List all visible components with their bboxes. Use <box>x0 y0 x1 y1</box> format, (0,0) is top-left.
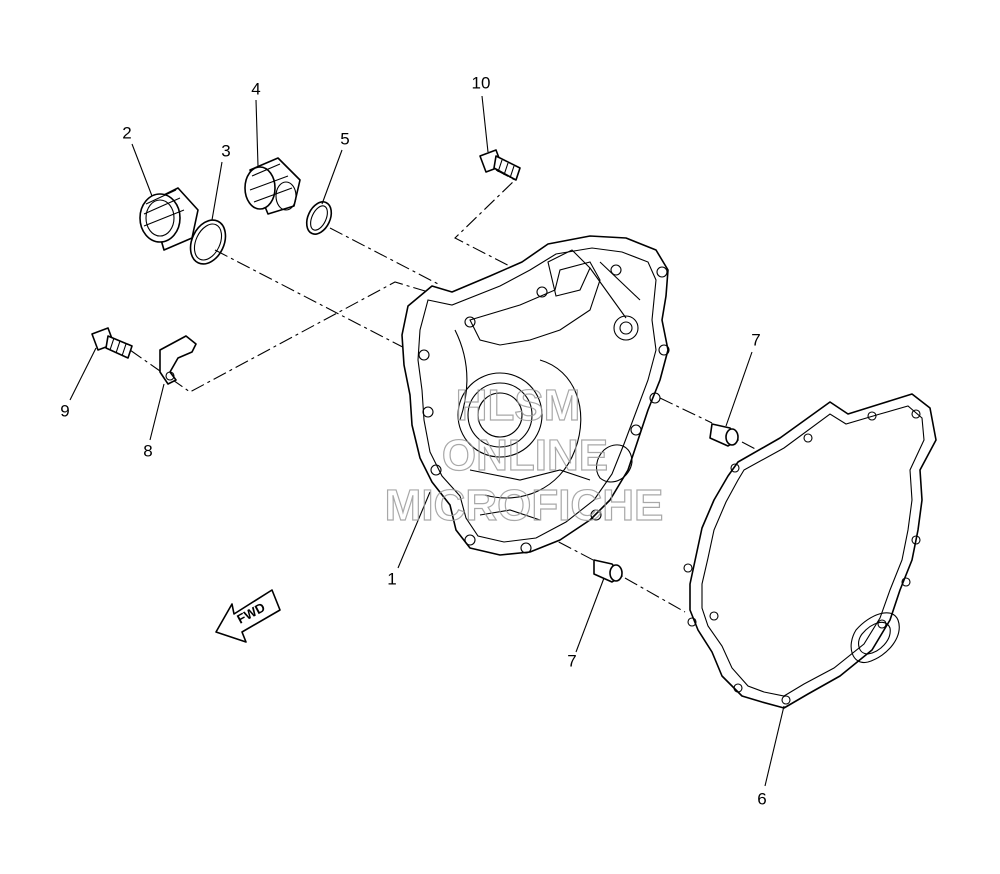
o-ring-large[interactable] <box>184 214 232 269</box>
forward-arrow-icon: FWD <box>215 589 281 643</box>
crankcase-cover[interactable] <box>401 235 670 556</box>
dowel-pin-upper[interactable] <box>709 423 739 447</box>
callout-8: 8 <box>143 441 152 460</box>
watermark-line-1: HLSM <box>456 381 581 430</box>
callout-7-upper: 7 <box>751 330 760 349</box>
callout-2: 2 <box>122 123 131 142</box>
bolt-left[interactable] <box>91 327 133 359</box>
watermark-line-2: ONLINE <box>442 431 608 480</box>
callout-3: 3 <box>221 141 230 160</box>
callout-4: 4 <box>251 79 260 98</box>
callout-numbers: 1 2 3 4 5 6 7 7 8 9 10 <box>60 73 766 808</box>
bolt-top[interactable] <box>479 149 521 181</box>
callout-1: 1 <box>387 569 396 588</box>
callout-5: 5 <box>340 129 349 148</box>
clamp[interactable] <box>159 335 197 385</box>
o-ring-small[interactable] <box>302 198 336 238</box>
leader-lines <box>69 95 785 787</box>
callout-7-lower: 7 <box>567 651 576 670</box>
dowel-pin-lower[interactable] <box>593 559 623 583</box>
plug-small[interactable] <box>244 157 301 215</box>
plug[interactable] <box>139 187 199 251</box>
watermark: HLSM ONLINE MICROFICHE <box>384 380 664 530</box>
watermark-line-3: MICROFICHE <box>385 481 664 530</box>
callout-10: 10 <box>472 73 491 92</box>
callout-6: 6 <box>757 789 766 808</box>
callout-9: 9 <box>60 401 69 420</box>
gasket[interactable] <box>683 393 937 709</box>
